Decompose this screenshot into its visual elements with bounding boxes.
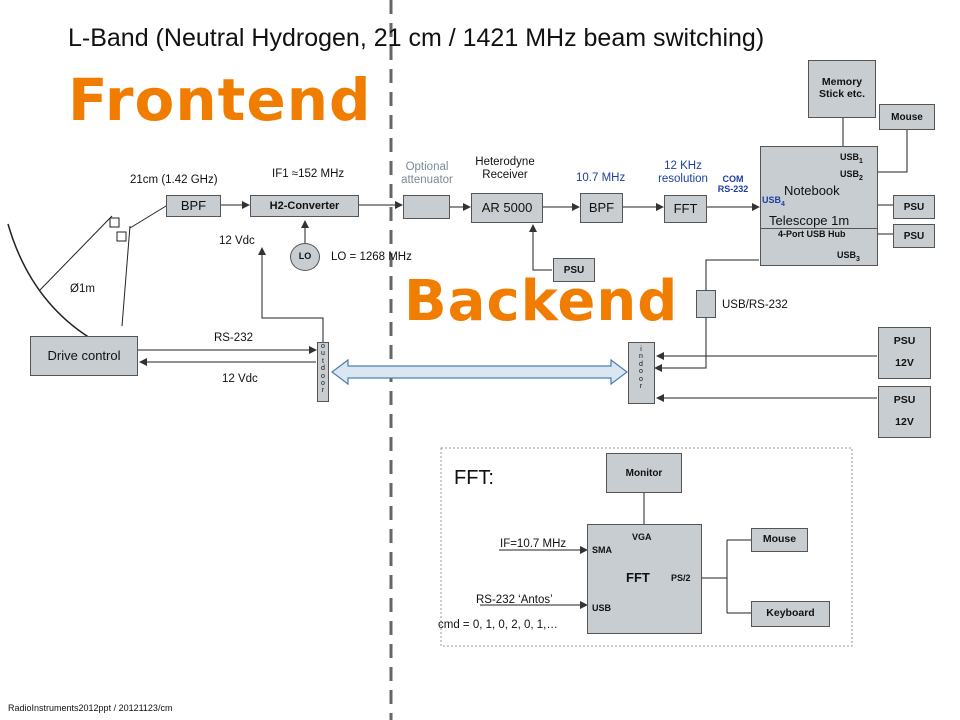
label-12vdc-bottom: 12 Vdc bbox=[222, 373, 258, 385]
label-if-input: IF=10.7 MHz bbox=[500, 538, 567, 550]
fft-section-heading: FFT: bbox=[454, 467, 494, 489]
fft-box: FFT bbox=[664, 195, 707, 223]
bpf-box-frontend: BPF bbox=[166, 195, 221, 217]
h2-converter-box: H2-Converter bbox=[250, 195, 359, 217]
psu-box-a: PSU bbox=[893, 195, 935, 219]
label-cmd-sequence: cmd = 0, 1, 0, 2, 0, 1,… bbox=[438, 619, 558, 631]
sma-port-label: SMA bbox=[592, 545, 612, 555]
outdoor-unit bbox=[317, 342, 329, 402]
label-if1: IF1 ≈152 MHz bbox=[272, 168, 345, 180]
monitor-box: Monitor bbox=[606, 453, 682, 493]
keyboard-box: Keyboard bbox=[751, 601, 830, 627]
indoor-unit bbox=[628, 342, 655, 404]
label-10-7mhz: 10.7 MHz bbox=[576, 172, 626, 184]
usb2-label: USB2 bbox=[840, 169, 863, 182]
label-12vdc-top: 12 Vdc bbox=[219, 235, 255, 247]
ps2-port-label: PS/2 bbox=[671, 573, 691, 583]
label-rs232: RS-232 bbox=[214, 332, 253, 344]
dish-feed-strut-1 bbox=[39, 215, 113, 291]
fft-section-frame bbox=[440, 447, 853, 647]
vga-port-label: VGA bbox=[632, 532, 652, 542]
usb-hub-divider bbox=[760, 228, 878, 229]
cable-link-arrow bbox=[331, 358, 628, 386]
dish-feed-horn-1 bbox=[109, 217, 120, 228]
usb-hub-label: 4-Port USB Hub bbox=[778, 229, 846, 239]
dish-feed-strut-2 bbox=[121, 225, 131, 327]
psu-box-b: PSU bbox=[893, 224, 935, 248]
ar5000-receiver-box: AR 5000 bbox=[471, 193, 543, 223]
usb-port-label: USB bbox=[592, 603, 612, 613]
telescope-label: Telescope 1m bbox=[769, 213, 850, 228]
frontend-heading: Frontend bbox=[68, 66, 372, 134]
label-usb-rs232: USB/RS-232 bbox=[722, 299, 788, 311]
bpf-box-backend: BPF bbox=[580, 193, 623, 223]
usb3-label: USB3 bbox=[837, 250, 860, 263]
page-title: L-Band (Neutral Hydrogen, 21 cm / 1421 M… bbox=[68, 24, 765, 52]
attenuator-box bbox=[403, 195, 450, 219]
fft-pc-box: VGA SMA FFT PS/2 USB bbox=[587, 524, 702, 634]
label-rs232-antos: RS-232 ‘Antos’ bbox=[476, 594, 553, 606]
lo-oscillator: LO bbox=[290, 243, 320, 271]
psu-receiver-box: PSU bbox=[553, 258, 595, 282]
memory-stick-box: Memory Stick etc. bbox=[808, 60, 876, 118]
label-lo-freq: LO = 1268 MHz bbox=[331, 251, 412, 263]
usb1-label: USB1 bbox=[840, 152, 863, 165]
notebook-box: USB1 USB2 Notebook USB4 Telescope 1m 4-P… bbox=[760, 146, 878, 266]
mouse-box-top: Mouse bbox=[879, 104, 935, 130]
usb-rs232-converter-box bbox=[696, 290, 716, 318]
drive-control-box: Drive control bbox=[30, 336, 138, 376]
footer-note: RadioInstruments2012ppt / 20121123/cm bbox=[8, 703, 173, 713]
label-dish-diameter: Ø1m bbox=[70, 283, 95, 295]
backend-heading: Backend bbox=[404, 269, 679, 334]
dish-feed-horn-2 bbox=[116, 231, 127, 242]
label-21cm: 21cm (1.42 GHz) bbox=[130, 174, 218, 186]
fft-pc-label: FFT bbox=[626, 570, 650, 585]
dish-reflector bbox=[7, 223, 91, 339]
usb4-label: USB4 bbox=[762, 195, 785, 208]
notebook-label: Notebook bbox=[784, 183, 840, 198]
mouse-box-bottom: Mouse bbox=[751, 528, 808, 552]
